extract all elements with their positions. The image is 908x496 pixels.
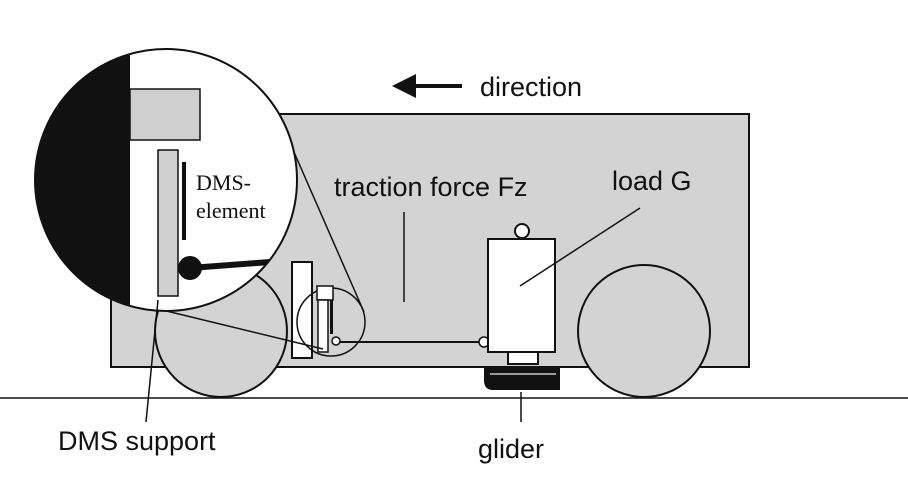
small-pivot <box>331 336 341 346</box>
magnifier-line-bottom <box>149 306 324 350</box>
glider-label: glider <box>478 434 544 464</box>
load-block <box>487 238 556 353</box>
small-dms-element <box>330 300 333 334</box>
magnified-wall <box>35 49 130 311</box>
load-label: load G <box>612 166 692 196</box>
dms-element-label-line1: DMS- <box>196 170 251 195</box>
direction-arrow-icon <box>392 74 416 98</box>
traction-force-label: traction force Fz <box>334 172 528 202</box>
magnified-top-block <box>129 88 201 141</box>
leader-dms-support <box>145 299 159 423</box>
small-dms-block <box>316 285 334 301</box>
magnified-dms-element <box>182 162 186 240</box>
magnified-support-bar <box>157 149 179 297</box>
dms-support-label: DMS support <box>58 426 216 456</box>
small-dms-support <box>317 299 329 353</box>
leader-load <box>519 207 641 287</box>
magnifier-line-top <box>289 142 365 313</box>
magnified-lever <box>189 259 271 271</box>
magnified-pivot <box>178 256 202 280</box>
load-ring <box>514 223 530 239</box>
mount-plate <box>291 261 313 359</box>
right-wheel <box>577 264 711 398</box>
glider-block <box>484 366 560 390</box>
direction-label: direction <box>480 72 582 102</box>
load-neck <box>507 351 539 365</box>
dms-element-label-line2: element <box>196 198 266 223</box>
